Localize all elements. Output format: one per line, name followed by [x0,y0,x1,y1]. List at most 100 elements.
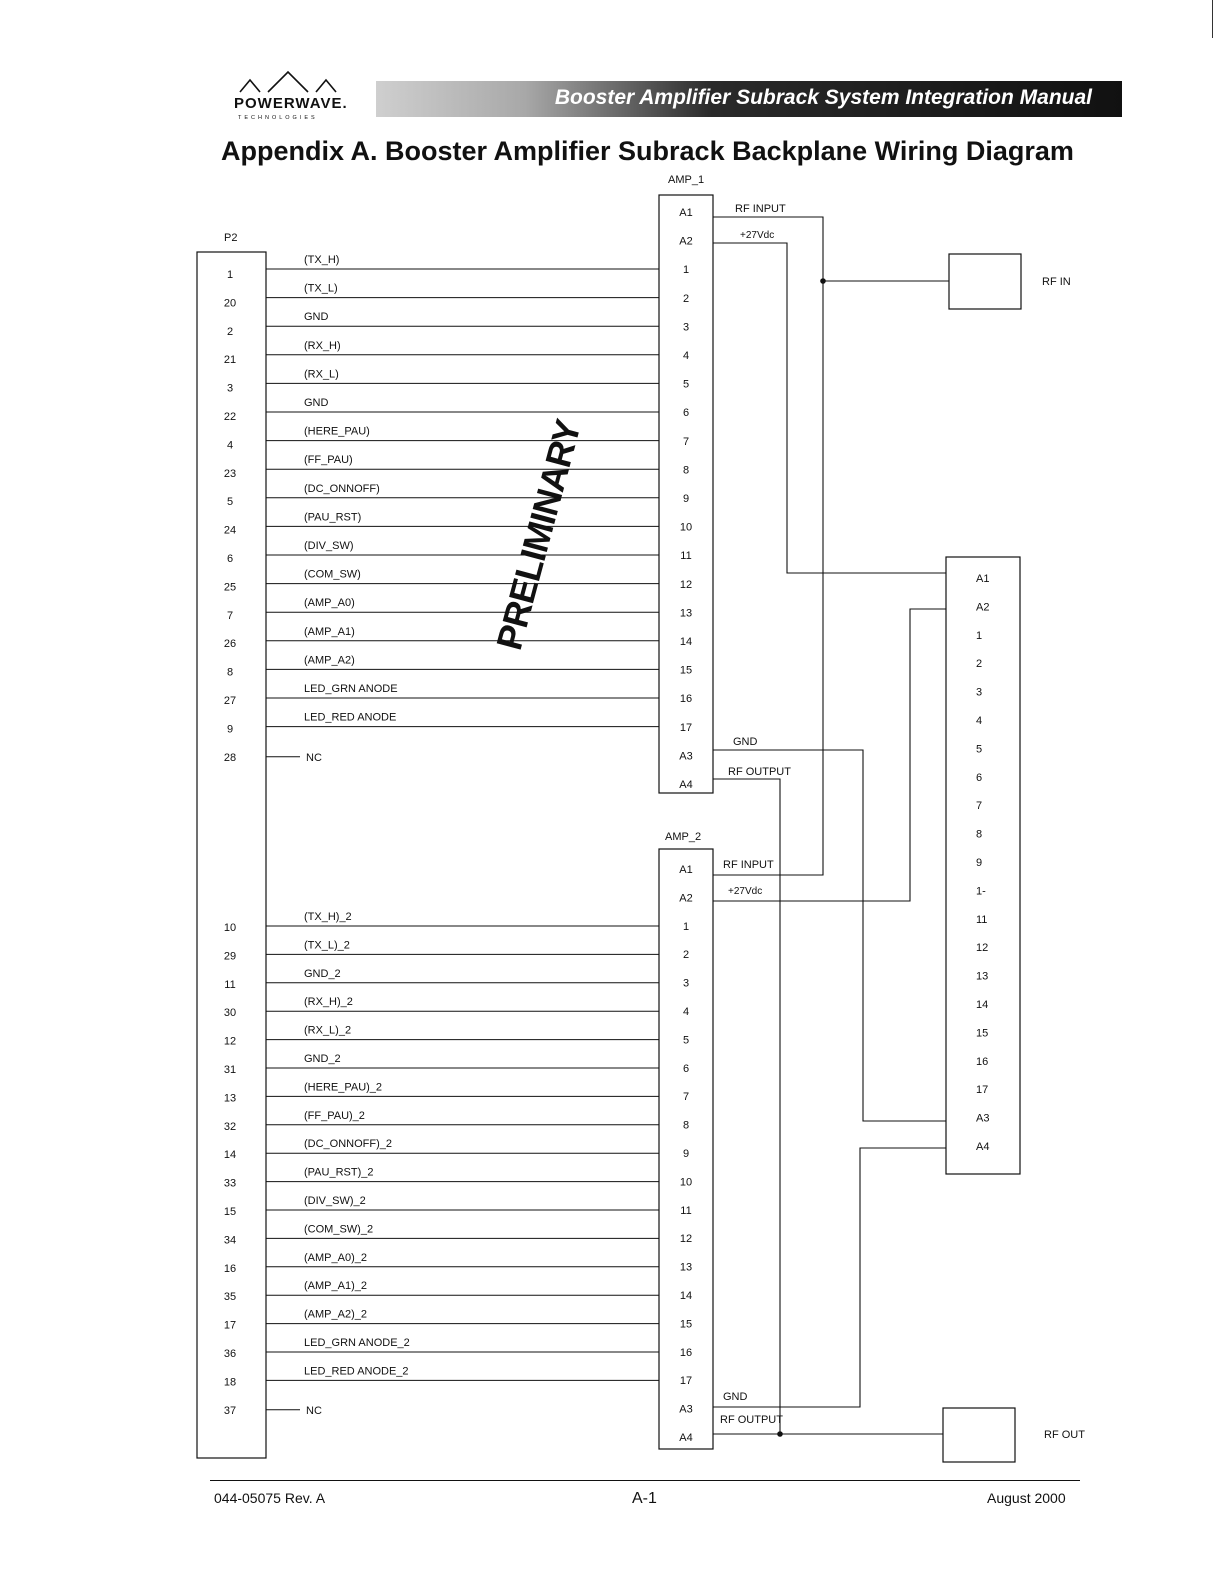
g1-wire-26 [265,640,659,644]
amp1-connector-box [658,194,714,794]
g1-signal-6: (DIV_SW) [304,540,354,552]
amp1-pin-4: 4 [683,350,689,362]
g1-wire-9 [265,726,659,729]
g1-signal-5: (DC_ONNOFF) [304,483,380,495]
right-conn-pin-11: 11 [976,914,987,926]
amp2-pin-14: 14 [680,1290,692,1302]
powerwave-logo-mark: POWERWAVE. TECHNOLOGIES [234,70,347,121]
manual-title: Booster Amplifier Subrack System Integra… [554,86,1092,109]
amp2-label: AMP_2 [665,831,701,843]
amp1-pin-11: 11 [680,550,691,562]
right-connector-box [945,556,1021,1175]
right-conn-pin-1dash: 1- [976,885,986,897]
g2-p2-pin-31: 31 [224,1064,236,1076]
p2-group1: 1(TX_H)20(TX_L)2GND21(RX_H)3(RX_L)22GND4… [224,254,659,764]
right-conn-pin-9: 9 [976,857,982,869]
amp2-gnd-wire [713,1147,946,1408]
g1-signal-27: LED_GRN ANODE [304,683,398,695]
g2-signal-18: LED_RED ANODE_2 [304,1365,409,1377]
amp2-pin-8: 8 [683,1120,689,1132]
g2-signal-30: (RX_H)_2 [304,996,353,1008]
g1-signal-24: (PAU_RST) [304,511,361,523]
amp1-label: AMP_1 [668,174,704,186]
g2-signal-31: GND_2 [304,1053,341,1065]
g2-wire-32 [265,1124,659,1126]
g2-p2-pin-12: 12 [224,1036,236,1048]
right-conn-pin-4: 4 [976,715,982,727]
right-conn-pin-15: 15 [976,1027,988,1039]
right-conn-pin-A3: A3 [976,1113,989,1125]
amp1-pin-A3: A3 [679,750,692,762]
g2-p2-pin-15: 15 [224,1206,236,1218]
g1-wire-21 [265,354,659,360]
header-bar: Booster Amplifier Subrack System Integra… [376,81,1122,117]
amp2-pin-3: 3 [683,978,689,990]
g1-wire-25 [265,583,659,587]
amp2-pin-12: 12 [680,1233,692,1245]
g2-signal-11: GND_2 [304,968,341,980]
g1-p2-pin-25: 25 [224,581,236,593]
g2-signal-36: LED_GRN ANODE_2 [304,1337,410,1349]
amp2-pin-11: 11 [680,1205,691,1217]
g2-p2-pin-29: 29 [224,950,236,962]
g2-p2-pin-11: 11 [224,979,235,991]
g2-signal-34: (COM_SW)_2 [304,1223,373,1235]
rf-input-bus-wire [713,216,824,876]
g1-signal-8: (AMP_A2) [304,654,355,666]
amp2-rf-input-label: RF INPUT [723,859,774,871]
footer-date: August 2000 [987,1490,1066,1506]
g1-wire-24 [265,525,659,530]
rf-out-junction [777,1431,783,1437]
g1-signal-2: GND [304,311,329,323]
amp2-pin-A2: A2 [679,892,692,904]
g2-signal-15: (DIV_SW)_2 [304,1195,366,1207]
g1-signal-20: (TX_L) [304,283,338,295]
g1-wire-5 [265,497,659,502]
g1-wire-27 [265,697,659,700]
g2-wire-15 [265,1209,659,1211]
rf-out-box [942,1407,1016,1463]
amp1-pin-16: 16 [680,693,692,705]
right-conn-pin-A1: A1 [976,573,989,585]
g1-p2-pin-2: 2 [227,326,233,338]
amp2-pin-7: 7 [683,1091,689,1103]
g2-wire-34 [265,1237,659,1240]
g2-p2-pin-32: 32 [224,1121,236,1133]
amp1-rf-input-label: RF INPUT [735,203,786,215]
right-conn-pin-8: 8 [976,829,982,841]
g1-p2-pin-4: 4 [227,439,233,451]
g1-wire-23 [265,468,659,473]
g1-p2-pin-3: 3 [227,383,233,395]
right-conn-pin-A4: A4 [976,1141,989,1153]
g2-wire-13 [265,1095,659,1098]
p2-group2: 10(TX_H)_229(TX_L)_211GND_230(RX_H)_212(… [224,911,659,1417]
g1-wire-4 [265,440,659,445]
g2-signal-10: (TX_H)_2 [304,911,352,923]
right-conn-pin-14: 14 [976,999,988,1011]
amp1-pin-9: 9 [683,493,689,505]
right-conn-pin-A2: A2 [976,601,989,613]
amp2-pin-5: 5 [683,1034,689,1046]
g1-p2-pin-23: 23 [224,468,236,480]
interconnect-wires [713,216,949,1435]
g1-p2-pin-24: 24 [224,525,236,537]
g1-p2-pin-9: 9 [227,723,233,735]
amp1-pin-15: 15 [680,665,692,677]
amp1-pin-14: 14 [680,636,692,648]
g1-p2-pin-27: 27 [224,695,236,707]
g2-wire-31 [265,1067,659,1069]
g2-p2-pin-36: 36 [224,1348,236,1360]
amp1-gnd-wire [713,749,946,1122]
g1-signal-4: (HERE_PAU) [304,426,370,438]
g1-p2-pin-26: 26 [224,638,236,650]
g1-signal-9: LED_RED ANODE [304,712,396,724]
amp2-connector-box [658,848,714,1450]
amp1-pin-6: 6 [683,407,689,419]
g1-nc-label: NC [306,752,322,764]
g1-wire-2 [265,325,659,331]
g1-signal-3: (RX_L) [304,368,339,380]
g1-p2-pin-6: 6 [227,553,233,565]
amp1-pin-A2: A2 [679,236,692,248]
